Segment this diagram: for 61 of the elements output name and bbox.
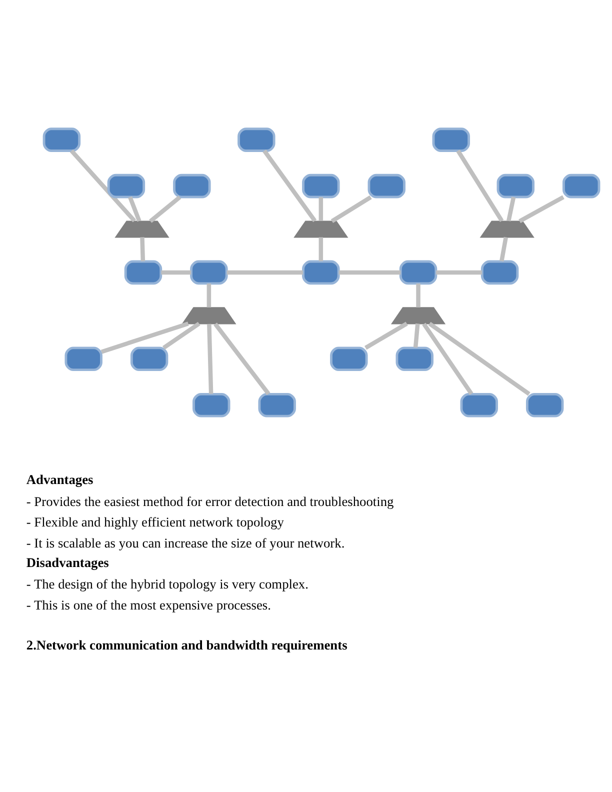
connector (500, 236, 508, 262)
connector (518, 195, 564, 224)
node-box (190, 260, 228, 285)
connector (162, 322, 200, 350)
connector (206, 284, 212, 308)
connector (413, 323, 420, 348)
node-box (480, 260, 519, 285)
connector (364, 322, 408, 350)
node-bar (114, 220, 170, 238)
connector (149, 196, 182, 223)
node-box (42, 128, 81, 152)
node-bar (294, 220, 348, 238)
connector (214, 322, 270, 396)
node-box (368, 174, 406, 198)
node-box (173, 174, 211, 198)
connector (338, 270, 401, 275)
connector (140, 237, 146, 262)
node-box (124, 260, 162, 285)
connector (318, 237, 324, 262)
node-box (432, 128, 470, 152)
connector (456, 150, 504, 222)
connector (428, 322, 530, 396)
node-box (526, 392, 564, 418)
node-box (192, 392, 230, 418)
label: Advantages (26, 472, 94, 487)
connector (100, 322, 189, 354)
node-box (496, 174, 534, 198)
node-box (399, 260, 438, 285)
node-bar (182, 307, 236, 324)
connector (70, 149, 136, 222)
node-box (460, 392, 498, 418)
label: - It is scalable as you can increase the size of your network. (26, 535, 345, 550)
label: Disadvantages (26, 554, 109, 570)
connector (506, 196, 516, 222)
connector (262, 150, 317, 222)
node-box (130, 346, 168, 372)
node-box (64, 346, 102, 372)
label: - Flexible and highly efficient network topology (26, 514, 284, 530)
label: - The design of the hybrid topology is very complex. (26, 576, 308, 592)
node-box (302, 260, 340, 285)
connector (128, 196, 142, 222)
node-box (302, 174, 340, 198)
node-box (238, 128, 276, 152)
node-box (562, 174, 600, 198)
connector (330, 195, 372, 224)
label: - This is one of the most expensive processes. (26, 597, 271, 612)
connector (422, 322, 474, 396)
connector (436, 270, 482, 275)
node-box (396, 346, 434, 372)
node-box (330, 346, 368, 372)
connector (416, 284, 420, 308)
node-box (107, 174, 146, 198)
label: 2.Network communication and bandwidth requirements (26, 638, 348, 652)
connector (161, 270, 192, 275)
node-bar (390, 307, 446, 324)
node-bar (480, 220, 534, 238)
connector (207, 324, 214, 394)
connector (226, 270, 303, 275)
label: - Provides the easiest method for error detection and troubleshooting (26, 494, 394, 509)
node-box (258, 392, 296, 418)
connector (318, 197, 324, 221)
